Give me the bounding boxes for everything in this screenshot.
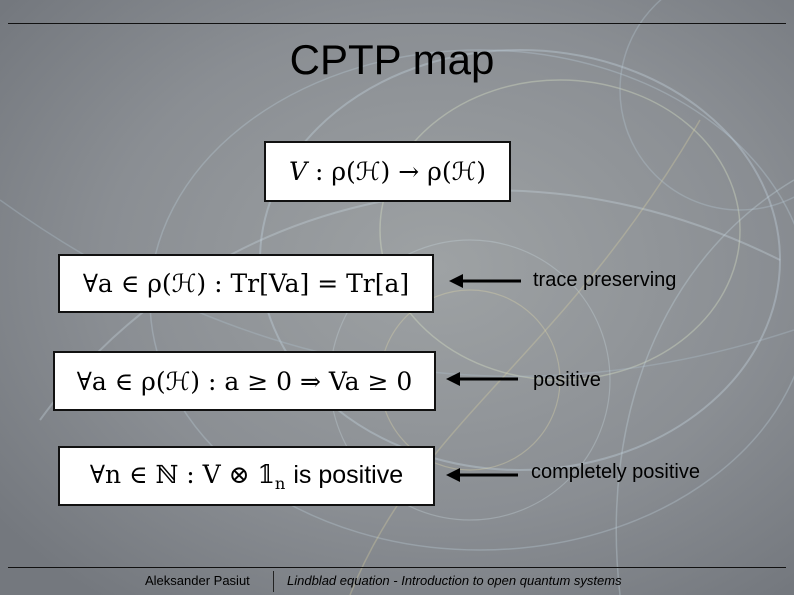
footer-author: Aleksander Pasiut bbox=[145, 573, 250, 588]
trace-preserving-formula-box: ∀a ∈ ρ(ℋ) : Tr[Va] = Tr[a] bbox=[58, 254, 434, 313]
left-arrow-icon bbox=[446, 468, 518, 482]
positive-formula: ∀a ∈ ρ(ℋ) : a ≥ 0 ⇒ Va ≥ 0 bbox=[76, 366, 413, 396]
positive-formula-box: ∀a ∈ ρ(ℋ) : a ≥ 0 ⇒ Va ≥ 0 bbox=[53, 351, 436, 411]
definition-formula-box: V : ρ(ℋ) → ρ(ℋ) bbox=[264, 141, 511, 202]
trace-preserving-label: trace preserving bbox=[533, 269, 677, 291]
completely-positive-label: completely positive bbox=[531, 461, 700, 483]
definition-formula: V : ρ(ℋ) → ρ(ℋ) bbox=[288, 157, 487, 186]
footer-separator bbox=[273, 571, 274, 592]
bottom-divider bbox=[8, 567, 786, 568]
trace-preserving-formula: ∀a ∈ ρ(ℋ) : Tr[Va] = Tr[a] bbox=[82, 269, 410, 298]
completely-positive-formula: ∀n ∈ ℕ : V ⊗ 𝟙n is positive bbox=[89, 459, 404, 493]
left-arrow-icon bbox=[446, 372, 518, 386]
left-arrow-icon bbox=[449, 274, 521, 288]
slide-title: CPTP map bbox=[289, 36, 495, 83]
positive-label: positive bbox=[533, 369, 601, 391]
footer-talk-title: Lindblad equation - Introduction to open… bbox=[287, 573, 622, 588]
top-divider bbox=[8, 23, 786, 24]
completely-positive-formula-box: ∀n ∈ ℕ : V ⊗ 𝟙n is positive bbox=[58, 446, 435, 506]
